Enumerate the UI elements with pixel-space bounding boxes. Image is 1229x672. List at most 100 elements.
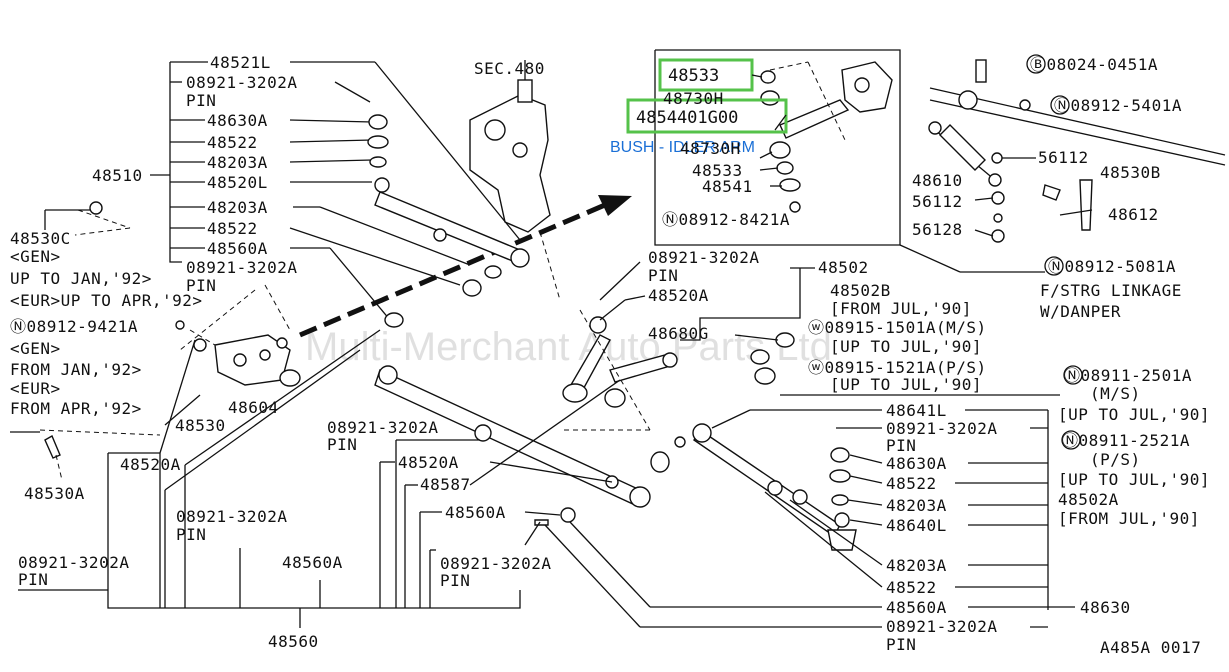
left-label: 48203A — [207, 198, 268, 217]
left-label: 48520L — [207, 173, 268, 192]
figure-code: A485A 0017 — [1100, 638, 1201, 657]
right-list-label: 48640L — [886, 516, 947, 535]
upper-right-label: F/STRG LINKAGE — [1040, 281, 1182, 300]
steering-gearbox — [469, 60, 551, 233]
bottom-label: 08921-3202A — [18, 553, 129, 572]
upper-right-label: 48612 — [1108, 205, 1159, 224]
left-label: 48510 — [92, 166, 143, 185]
right-tie-rod-assembly — [534, 423, 857, 551]
left-note: Ⓝ08912-9421A — [10, 317, 138, 336]
center-label: ⓦ08915-1501A(M/S) — [808, 318, 987, 337]
right-list-label: 48630 — [1080, 598, 1131, 617]
left-note: 48520A — [120, 455, 181, 474]
left-note: FROM JAN,'92> — [10, 360, 142, 379]
bottom-label: PIN — [327, 435, 357, 454]
left-note: UP TO JAN,'92> — [10, 269, 152, 288]
center-label: 48502 — [818, 258, 869, 277]
bottom-label: 48560 — [268, 632, 319, 651]
inset-label: 48541 — [702, 177, 753, 196]
right-list-label: 08921-3202A — [886, 419, 997, 438]
right-note: Ⓝ08911-2521A — [1062, 431, 1190, 450]
bottom-label: PIN — [18, 570, 48, 589]
left-label: 48560A — [207, 239, 268, 258]
highlight-part-4854401G00: 4854401G00 — [636, 108, 738, 128]
left-note: 48530A — [24, 484, 85, 503]
highlight-annotation: BUSH - IDLER ARM — [610, 139, 755, 156]
center-label: [FROM JUL,'90] — [830, 299, 972, 318]
bottom-bracket — [107, 453, 521, 609]
section-ref: SEC.480 — [474, 59, 545, 78]
highlight-part-48533: 48533 — [668, 66, 719, 86]
center-label: 08921-3202A — [648, 248, 759, 267]
upper-right-label: 48530B — [1100, 163, 1161, 182]
bottom-label: 48587 — [420, 475, 471, 494]
left-label: PIN — [186, 276, 216, 295]
left-note: <EUR> — [10, 379, 61, 398]
idler-arm-lower — [562, 316, 795, 408]
left-label: 48522 — [207, 133, 258, 152]
bottom-label: 08921-3202A — [440, 554, 551, 573]
right-note: Ⓝ08911-2501A — [1064, 366, 1192, 385]
left-label: 08921-3202A — [186, 73, 297, 92]
damper-assembly — [928, 59, 1226, 243]
right-list-label: 48641L — [886, 401, 947, 420]
right-list-label: PIN — [886, 436, 916, 455]
inset-label: 48730H — [663, 89, 724, 108]
right-list-label: 48560A — [886, 598, 947, 617]
bottom-label: 48520A — [398, 453, 459, 472]
left-label: 48522 — [207, 219, 258, 238]
center-label: 48680G — [648, 324, 709, 343]
center-label: 48502B — [830, 281, 891, 300]
right-note: 48502A — [1058, 490, 1119, 509]
upper-right-label: Ⓝ08912-5081A — [1048, 257, 1176, 276]
left-label: 08921-3202A — [186, 258, 297, 277]
center-label: 48520A — [648, 286, 709, 305]
right-note: [UP TO JUL,'90] — [1058, 470, 1210, 489]
upper-right-label: 56112 — [912, 192, 963, 211]
left-note: <GEN> — [10, 339, 61, 358]
left-label: PIN — [186, 91, 216, 110]
bottom-label: PIN — [440, 571, 470, 590]
left-note: <GEN> — [10, 247, 61, 266]
center-label: [UP TO JUL,'90] — [830, 375, 982, 394]
inset-label: 48730H — [680, 139, 741, 158]
upper-right-label: Ⓑ08024-0451A — [1030, 55, 1158, 74]
left-note: 48530 — [175, 416, 226, 435]
upper-right-label: 56128 — [912, 220, 963, 239]
left-label: 48630A — [207, 111, 268, 130]
upper-right-label: W/DANPER — [1040, 302, 1121, 321]
left-label: 48203A — [207, 153, 268, 172]
bottom-label: 48560A — [282, 553, 343, 572]
watermark-text: Multi-Merchant Auto Parts Ltd — [305, 325, 832, 369]
right-note: (P/S) — [1090, 450, 1141, 469]
right-list-label: 48630A — [886, 454, 947, 473]
inset-label: 48533 — [692, 161, 743, 180]
left-note: 48530C — [10, 229, 71, 248]
direction-arrow-head — [598, 195, 632, 216]
left-note: 48604 — [228, 398, 279, 417]
center-label: [UP TO JUL,'90] — [830, 337, 982, 356]
right-note: [FROM JUL,'90] — [1058, 509, 1200, 528]
right-list-label: 48522 — [886, 474, 937, 493]
bottom-label: PIN — [176, 525, 206, 544]
right-list-label: 08921-3202A — [886, 617, 997, 636]
upper-right-label: 56112 — [1038, 148, 1089, 167]
upper-right-label: Ⓝ08912-5401A — [1054, 96, 1182, 115]
left-label: 48521L — [210, 53, 271, 72]
center-label: ⓦ08915-1521A(P/S) — [808, 358, 987, 377]
left-note: FROM APR,'92> — [10, 399, 142, 418]
left-bracket — [169, 62, 182, 263]
right-note: (M/S) — [1090, 384, 1141, 403]
center-drag-link — [374, 312, 651, 508]
right-list-label: PIN — [886, 635, 916, 654]
left-note: <EUR>UP TO APR,'92> — [10, 291, 203, 310]
left-tie-rod-assembly — [367, 114, 530, 297]
upper-right-label: 48610 — [912, 171, 963, 190]
right-list-label: 48203A — [886, 496, 947, 515]
bracket-48530 — [175, 320, 301, 387]
bottom-label: 08921-3202A — [176, 507, 287, 526]
right-note: [UP TO JUL,'90] — [1058, 405, 1210, 424]
idler-arm-assembly — [760, 61, 893, 213]
